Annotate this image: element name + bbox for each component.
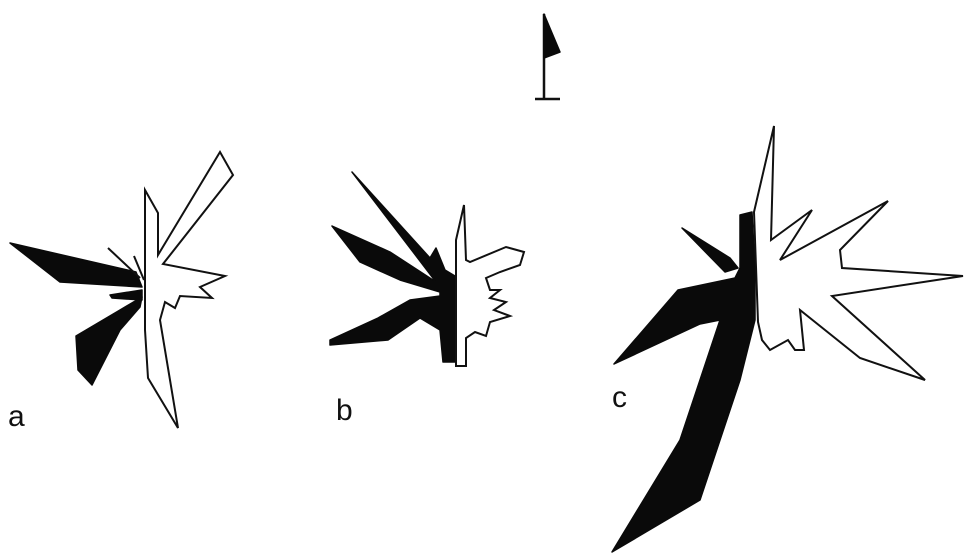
rose-a-left-half <box>10 243 142 385</box>
panel-label-a: a <box>8 402 25 432</box>
rose-a-right-half <box>108 152 233 428</box>
rose-diagram-b <box>330 172 524 366</box>
rose-diagram-c <box>612 126 963 552</box>
rose-b-left-half <box>330 172 455 362</box>
rose-b-right-half <box>456 205 524 366</box>
rose-c-right-half <box>754 126 963 380</box>
panel-label-b: b <box>336 396 353 426</box>
rose-diagram-a <box>10 152 233 428</box>
rose-c-left-half <box>612 212 755 552</box>
north-flag-icon <box>535 14 560 99</box>
panel-label-c: c <box>612 383 627 413</box>
